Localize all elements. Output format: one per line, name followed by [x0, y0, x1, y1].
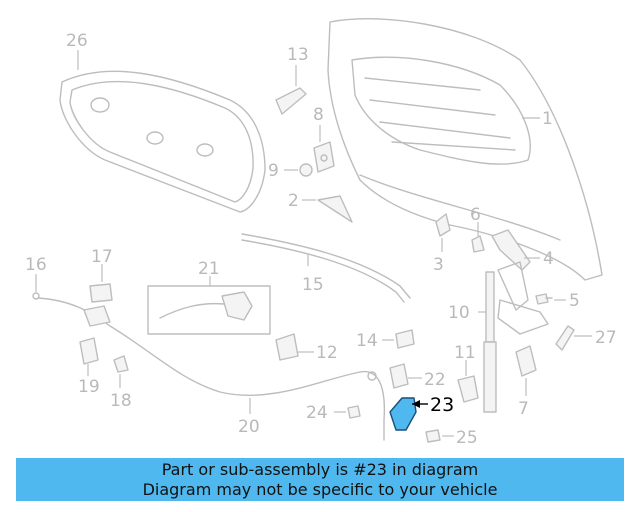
- callout-6: 6: [470, 205, 481, 225]
- callout-24: 24: [306, 403, 328, 423]
- banner-line-1: Part or sub-assembly is #23 in diagram: [161, 459, 479, 479]
- callout-13: 13: [287, 45, 309, 65]
- part-3-bumper: [435, 213, 451, 252]
- part-21-cable-assembly: [147, 276, 271, 335]
- part-1-hood-panel: [327, 18, 603, 281]
- callout-26: 26: [66, 31, 88, 51]
- part-26-hood-insulator: [59, 50, 266, 213]
- part-14-pad: [382, 329, 415, 349]
- part-16-clip: [32, 274, 40, 300]
- part-15-weatherstrip: [241, 233, 411, 303]
- part-5-bolt: [535, 293, 566, 305]
- part-9-grommet: [284, 163, 313, 177]
- callout-14: 14: [356, 331, 378, 351]
- part-27-bracket: [555, 325, 592, 351]
- part-22-bracket: [389, 363, 422, 389]
- callout-10: 10: [448, 303, 470, 323]
- callout-25: 25: [456, 428, 478, 448]
- callout-5: 5: [569, 291, 580, 311]
- part-23-highlighted: [389, 397, 428, 431]
- callout-3: 3: [433, 255, 444, 275]
- callout-27: 27: [595, 328, 617, 348]
- callout-23: 23: [430, 394, 454, 416]
- part-11-bracket: [457, 360, 479, 403]
- part-24-bolt: [334, 405, 361, 419]
- part-13-bracket: [275, 65, 307, 115]
- callout-17: 17: [91, 247, 113, 267]
- banner-line-2: Diagram may not be specific to your vehi…: [142, 479, 498, 499]
- info-banner: Part or sub-assembly is #23 in diagram D…: [16, 458, 624, 501]
- callout-9: 9: [268, 161, 279, 181]
- callout-4: 4: [543, 249, 554, 269]
- callout-7: 7: [518, 399, 529, 419]
- callout-22: 22: [424, 370, 446, 390]
- part-6-clip: [471, 222, 485, 253]
- callout-1: 1: [542, 109, 553, 129]
- part-20-release-cable: [37, 297, 386, 441]
- part-2-seal: [302, 195, 353, 223]
- part-8-latch-bracket: [313, 125, 335, 173]
- callout-8: 8: [313, 105, 324, 125]
- part-7-bracket: [515, 345, 537, 396]
- callout-2: 2: [288, 191, 299, 211]
- part-19-bracket: [79, 337, 99, 376]
- part-17-latch: [89, 264, 113, 303]
- callout-15: 15: [302, 275, 324, 295]
- part-25-clip: [425, 429, 454, 443]
- callout-12: 12: [316, 343, 338, 363]
- callout-20: 20: [238, 417, 260, 437]
- callout-21: 21: [198, 259, 220, 279]
- callout-18: 18: [110, 391, 132, 411]
- part-18-clip: [113, 355, 129, 388]
- callout-19: 19: [78, 377, 100, 397]
- part-4-hinge: [491, 229, 549, 335]
- part-12-latch: [275, 333, 314, 361]
- callout-11: 11: [454, 343, 476, 363]
- part-10-lift-support: [478, 271, 497, 413]
- callout-16: 16: [25, 255, 47, 275]
